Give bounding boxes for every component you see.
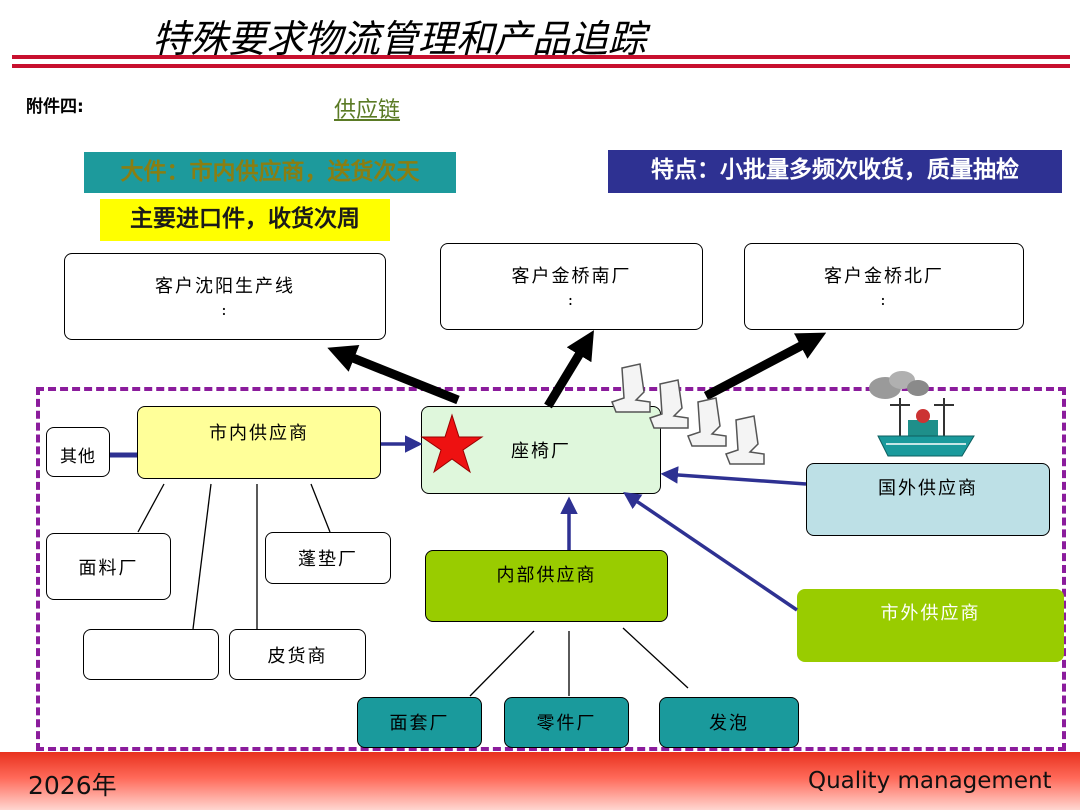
arrow-outcity-to-seat <box>623 492 798 612</box>
title-divider-bottom <box>12 64 1070 68</box>
link-internal-foam <box>622 627 689 689</box>
link-city-fabric <box>137 483 165 533</box>
arrow-to-shenyang <box>327 345 460 405</box>
customer-jinqiao-south-colon: : <box>567 290 576 309</box>
foam-label: 发泡 <box>709 713 749 734</box>
cushion-factory-box: 蓬垫厂 <box>265 532 391 584</box>
outcity-supplier-label: 市外供应商 <box>880 603 981 624</box>
cover-factory-box: 面套厂 <box>357 697 482 748</box>
large-parts-tag: 大件：市内供应商，送货次天 <box>84 152 456 193</box>
annex-label: 附件四: <box>26 97 84 117</box>
cargo-ship-icon <box>869 371 975 457</box>
footer-brand: Quality management <box>808 768 1052 794</box>
arrow-to-jinqiao-north <box>703 332 827 400</box>
customer-jinqiao-south-label: 客户金桥南厂 <box>511 266 632 287</box>
title-divider-top <box>12 55 1070 59</box>
footer-year: 2026年 <box>28 771 117 800</box>
leather-dealer-box: 皮货商 <box>229 629 366 680</box>
outcity-supplier-box: 市外供应商 <box>797 589 1064 662</box>
fabric-factory-label: 面料厂 <box>78 558 139 579</box>
leather-dealer-label: 皮货商 <box>267 646 328 667</box>
cushion-factory-label: 蓬垫厂 <box>298 549 358 570</box>
foam-box: 发泡 <box>659 697 799 748</box>
feature-tag: 特点：小批量多频次收货，质量抽检 <box>608 150 1062 193</box>
customer-jinqiao-south-box: 客户金桥南厂 : <box>440 243 703 330</box>
arrow-foreign-to-seat <box>660 466 807 486</box>
supply-chain-link[interactable]: 供应链 <box>334 98 401 123</box>
arrow-to-jinqiao-south <box>544 330 594 409</box>
car-seat-icon <box>611 363 765 465</box>
seat-factory-label: 座椅厂 <box>511 441 571 462</box>
parts-factory-label: 零件厂 <box>536 713 597 734</box>
page-title: 特殊要求物流管理和产品追踪 <box>152 17 647 61</box>
imported-parts-tag: 主要进口件，收货次周 <box>100 199 390 241</box>
foreign-supplier-label: 国外供应商 <box>878 478 978 499</box>
fabric-factory-box: 面料厂 <box>46 533 171 600</box>
footer-bar <box>0 752 1080 810</box>
customer-jinqiao-north-colon: : <box>880 290 888 309</box>
foreign-supplier-box: 国外供应商 <box>806 463 1050 536</box>
customer-shenyang-label: 客户沈阳生产线 <box>155 276 295 297</box>
internal-supplier-label: 内部供应商 <box>496 565 597 586</box>
city-supplier-box: 市内供应商 <box>137 406 381 479</box>
internal-supplier-box: 内部供应商 <box>425 550 668 622</box>
blank-box <box>83 629 219 680</box>
supplier-region-border <box>36 387 1066 751</box>
link-internal-cover <box>469 630 535 697</box>
customer-shenyang-box: 客户沈阳生产线 : <box>64 253 386 340</box>
cover-factory-label: 面套厂 <box>389 713 450 734</box>
customer-jinqiao-north-box: 客户金桥北厂 : <box>744 243 1024 330</box>
link-city-cushion <box>310 483 331 533</box>
customer-shenyang-colon: : <box>221 300 229 319</box>
parts-factory-box: 零件厂 <box>504 697 629 748</box>
other-box: 其他 <box>46 427 110 477</box>
other-label: 其他 <box>60 447 96 467</box>
city-supplier-label: 市内供应商 <box>209 423 309 444</box>
star-icon <box>420 413 484 474</box>
customer-jinqiao-north-label: 客户金桥北厂 <box>824 266 944 287</box>
link-city-blank <box>192 483 212 630</box>
